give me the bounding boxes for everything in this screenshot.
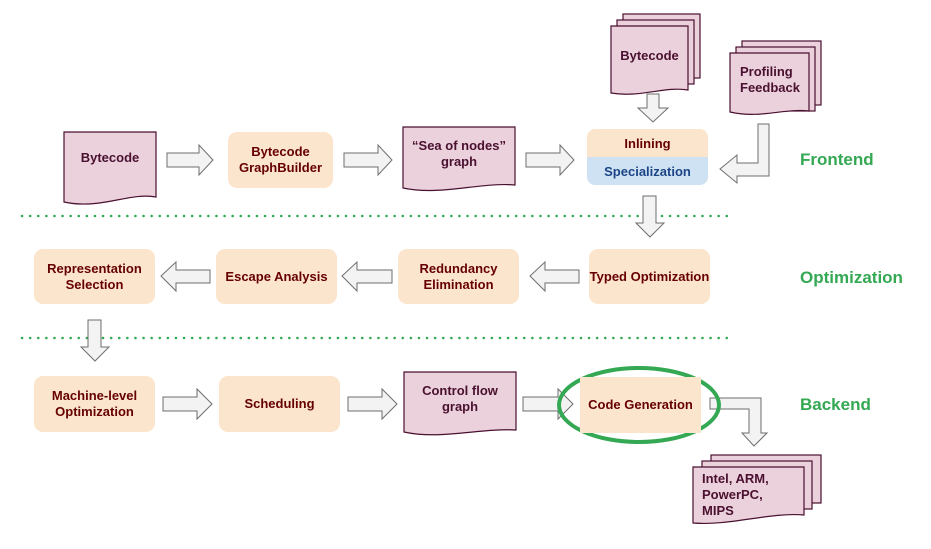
arrow-left-2 <box>341 260 393 293</box>
control-flow-graph: Control flow graph <box>422 383 498 414</box>
arrow-down-to-typed <box>634 195 666 238</box>
machine-level-optimization-box: Machine-level Optimization <box>34 376 155 432</box>
arrow-down-bytecode <box>636 93 670 123</box>
arrow-left-1 <box>529 260 580 293</box>
arrow-left-3 <box>160 260 211 293</box>
arrow-elbow-profiling <box>719 123 770 185</box>
stage-label-optimization: Optimization <box>800 268 903 287</box>
arrow-right-5 <box>347 387 398 421</box>
code-generation-box: Code Generation <box>580 377 701 433</box>
bytecode-input: Bytecode <box>80 150 140 165</box>
sea-of-nodes-graph: “Sea of nodes” graph <box>412 138 506 169</box>
arrow-right-4 <box>162 387 213 421</box>
arrow-right-3 <box>525 143 575 177</box>
arrow-elbow-targets <box>709 397 769 447</box>
redundancy-elimination-box: Redundancy Elimination <box>398 249 519 304</box>
escape-analysis-box: Escape Analysis <box>216 249 337 304</box>
arrow-right-6 <box>522 387 574 421</box>
arrow-right-1 <box>166 143 214 177</box>
code-generation-highlight <box>557 366 721 444</box>
bytecode-stack-doc <box>610 13 701 95</box>
bytecode-graphbuilder-box: Bytecode GraphBuilder <box>228 132 333 188</box>
bytecode-stack-label: Bytecode <box>620 48 679 63</box>
inlining-box: Inlining <box>587 129 708 157</box>
specialization-box: Specialization <box>587 157 708 185</box>
typed-optimization-box: Typed Optimization <box>589 249 710 304</box>
control-flow-graph-doc <box>403 371 517 436</box>
stage-label-frontend: Frontend <box>800 150 874 169</box>
targets-label: Intel, ARM, PowerPC, MIPS <box>702 471 769 518</box>
arrow-right-2 <box>343 143 393 177</box>
bytecode-input-doc <box>63 131 157 205</box>
targets-stack-doc <box>692 454 822 525</box>
scheduling-box: Scheduling <box>219 376 340 432</box>
arrow-down-to-machine <box>79 319 111 362</box>
profiling-feedback-stack-doc <box>729 40 822 115</box>
sea-of-nodes-doc <box>402 126 516 192</box>
representation-selection-box: Representation Selection <box>34 249 155 304</box>
stage-label-backend: Backend <box>800 395 871 414</box>
profiling-feedback-label: Profiling Feedback <box>740 64 800 95</box>
